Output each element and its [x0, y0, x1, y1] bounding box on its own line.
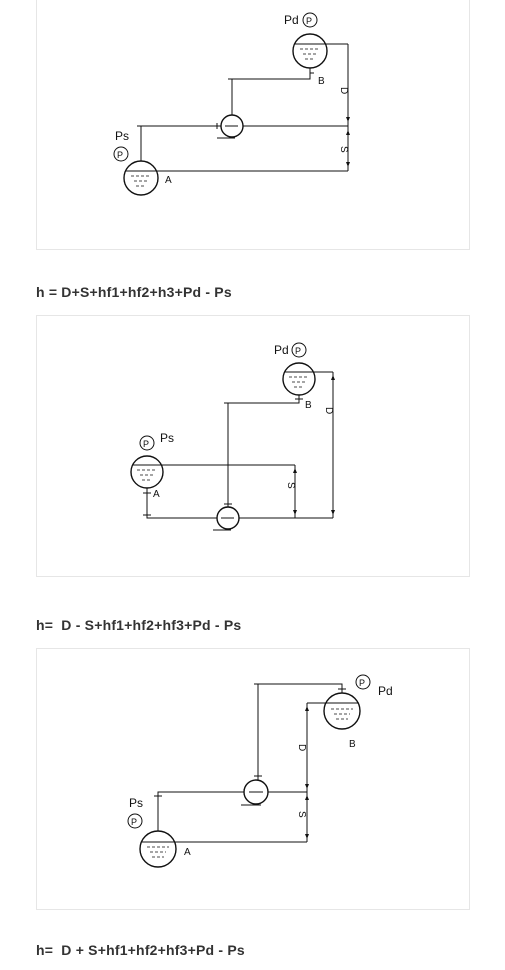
gauge-pd-icon — [291, 342, 307, 358]
gauge-ps-label: P — [143, 439, 149, 449]
gauge-ps-icon — [127, 813, 143, 829]
pump-diagram-1: P P Pd Ps A B D S — [113, 12, 350, 196]
label-b: B — [349, 739, 356, 750]
diagram-panel-1: P P Pd Ps A B D S — [36, 0, 470, 250]
label-d: D — [296, 744, 307, 751]
label-b: B — [305, 400, 312, 411]
label-pd: Pd — [284, 13, 299, 27]
formula-1: h = D+S+hf1+hf2+h3+Pd - Ps — [36, 284, 232, 300]
label-s: S — [285, 482, 296, 489]
level-lines — [162, 371, 335, 519]
label-pd: Pd — [274, 343, 289, 357]
label-a: A — [184, 847, 191, 858]
label-ps: Ps — [160, 431, 174, 445]
piping — [137, 68, 314, 161]
gauge-ps-icon — [139, 435, 155, 451]
level-lines — [157, 43, 350, 172]
tank-b — [282, 362, 316, 396]
label-b: B — [318, 76, 325, 87]
label-ps: Ps — [115, 129, 129, 143]
gauge-pd-label: P — [359, 678, 365, 688]
pump-diagram-3: P P Pd Ps A B D S — [127, 674, 393, 868]
piping — [143, 395, 303, 519]
level-lines — [175, 702, 325, 843]
pump-diagram-2: P P Pd Ps A B D S — [130, 342, 335, 531]
piping — [154, 683, 346, 831]
label-pd: Pd — [378, 684, 393, 698]
gauge-ps-label: P — [131, 817, 137, 827]
tank-a — [139, 830, 177, 868]
gauge-ps-icon — [113, 146, 129, 162]
gauge-ps-label: P — [117, 150, 123, 160]
tank-a — [123, 160, 159, 196]
label-d: D — [338, 87, 349, 94]
label-d: D — [323, 407, 334, 414]
formula-2: h= D - S+hf1+hf2+hf3+Pd - Ps — [36, 617, 242, 633]
diagram-panel-2: P P Pd Ps A B D S — [36, 315, 470, 577]
formula-3: h= D + S+hf1+hf2+hf3+Pd - Ps — [36, 942, 245, 958]
gauge-pd-icon — [355, 674, 371, 690]
tank-a — [130, 455, 164, 489]
label-ps: Ps — [129, 796, 143, 810]
tank-b — [323, 692, 361, 730]
label-a: A — [165, 175, 172, 186]
label-s: S — [296, 811, 307, 818]
gauge-pd-label: P — [306, 16, 312, 26]
label-a: A — [153, 489, 160, 500]
tank-b — [292, 33, 328, 69]
label-s: S — [338, 146, 349, 153]
gauge-pd-label: P — [295, 346, 301, 356]
gauge-pd-icon — [302, 12, 318, 28]
diagram-panel-3: P P Pd Ps A B D S — [36, 648, 470, 910]
pump — [241, 779, 269, 806]
